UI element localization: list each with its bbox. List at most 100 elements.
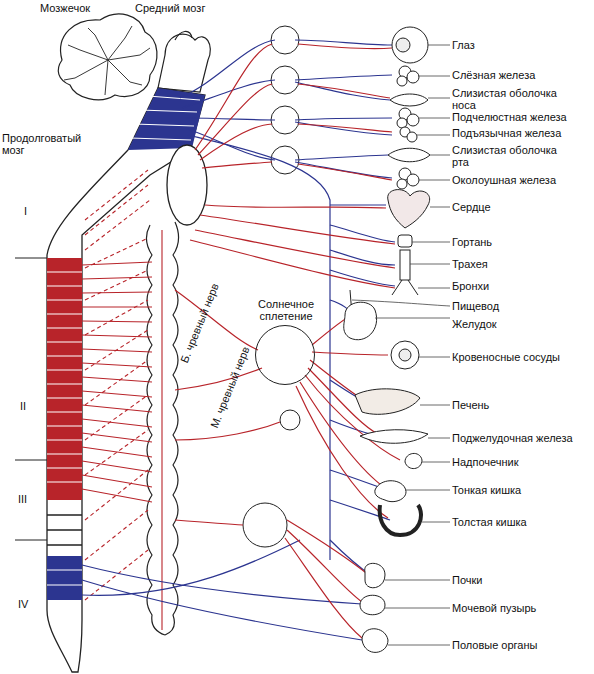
art-circle <box>243 503 287 547</box>
organ-label: Печень <box>452 399 489 411</box>
organ-label: Глаз <box>452 39 475 51</box>
art-circle <box>407 174 419 186</box>
organ-label: Тонкая кишка <box>452 484 521 496</box>
organ-label: Подчелюстная железа <box>452 111 567 123</box>
art-path <box>165 222 179 635</box>
art-path <box>355 389 420 414</box>
part-name: Мозжечок <box>40 2 90 14</box>
art-path <box>360 430 428 444</box>
art-path <box>158 34 210 92</box>
art-path <box>295 155 392 178</box>
art-path <box>298 44 392 180</box>
plexus-title: Солнечное сплетение <box>246 298 326 322</box>
art-circle <box>397 179 407 189</box>
section-number: III <box>18 493 27 505</box>
art-path <box>47 272 82 482</box>
art-rect <box>47 258 82 500</box>
organ-label: Подъязычная железа <box>452 127 561 139</box>
art-circle <box>271 26 299 54</box>
section-number: II <box>20 400 26 412</box>
midbrain <box>158 31 210 92</box>
organ-label: Толстая кишка <box>452 516 527 528</box>
organ-label: Гортань <box>452 236 492 248</box>
art-path <box>380 505 421 535</box>
organ-label: Сердце <box>452 201 491 213</box>
art-path <box>146 225 165 635</box>
art-circle <box>397 118 407 128</box>
organ-label: Надпочечник <box>452 456 519 468</box>
organ-label: Желудок <box>452 318 497 330</box>
organs <box>344 27 430 652</box>
parasympathetic-fibers <box>82 40 395 640</box>
art-path <box>47 515 82 545</box>
art-circle <box>397 76 407 86</box>
organ-label: Слизистая оболочка носа <box>452 87 562 111</box>
art-path <box>175 520 370 638</box>
art-path <box>15 258 47 540</box>
art-path <box>188 135 330 560</box>
organ-label: Мочевой пузырь <box>452 602 536 614</box>
leader-lines <box>352 45 450 645</box>
organ-label: Половые органы <box>452 639 537 651</box>
cranial-ganglia <box>243 26 300 547</box>
nerve-name: М. чревный нерв <box>208 345 252 430</box>
art-circle <box>271 146 299 174</box>
art-path <box>295 118 392 135</box>
art-path <box>128 88 205 150</box>
art-circle <box>407 114 419 126</box>
nerve-name: Б. чревный нерв <box>178 282 221 365</box>
section-number: IV <box>18 598 28 610</box>
art-path <box>190 205 395 288</box>
art-path <box>182 80 275 108</box>
art-circle <box>399 349 411 361</box>
art-path <box>388 190 430 228</box>
art-path <box>360 595 385 615</box>
art-path <box>64 26 150 95</box>
art-circle <box>271 66 299 94</box>
art-path <box>375 481 406 502</box>
art-path <box>58 14 157 100</box>
art-rect <box>47 556 82 600</box>
sympathetic-fibers <box>175 44 400 638</box>
sympathetic-trunk <box>82 145 207 635</box>
art-path <box>362 629 388 653</box>
organ-label: Бронхи <box>452 280 489 292</box>
art-rect <box>400 250 410 280</box>
art-path <box>85 170 150 600</box>
cerebellum <box>58 14 157 100</box>
art-path <box>344 302 377 340</box>
art-path <box>82 540 362 640</box>
art-path <box>295 40 392 45</box>
organ-label: Трахея <box>452 258 488 270</box>
art-circle <box>392 27 428 63</box>
organ-label: Поджелудочная железа <box>452 432 573 444</box>
art-circle <box>391 341 419 369</box>
art-path <box>161 230 162 630</box>
art-circle <box>271 106 299 134</box>
art-ellipse <box>167 145 207 225</box>
plexus-circle: Солнечное сплетение <box>255 325 315 385</box>
art-path <box>365 563 385 587</box>
art-path <box>405 453 422 468</box>
organ-label: Кровеносные сосуды <box>452 351 560 363</box>
organ-label: Слёзная железа <box>452 69 535 81</box>
art-path <box>195 44 272 168</box>
part-name: Продолговатый мозг <box>2 132 94 156</box>
organ-label: Слизистая оболочка рта <box>452 144 562 168</box>
organ-label: Почки <box>452 574 482 586</box>
art-path <box>392 280 418 295</box>
part-name: Средний мозг <box>135 2 205 14</box>
art-rect <box>398 235 412 247</box>
art-path <box>175 31 192 40</box>
section-number: I <box>24 205 27 217</box>
art-path <box>388 148 430 162</box>
art-path <box>82 262 152 502</box>
art-circle <box>407 132 417 142</box>
art-circle <box>280 410 300 430</box>
art-path <box>47 570 82 585</box>
organ-label: Пищевод <box>452 300 499 312</box>
art-circle <box>407 71 419 83</box>
art-path <box>352 45 450 645</box>
